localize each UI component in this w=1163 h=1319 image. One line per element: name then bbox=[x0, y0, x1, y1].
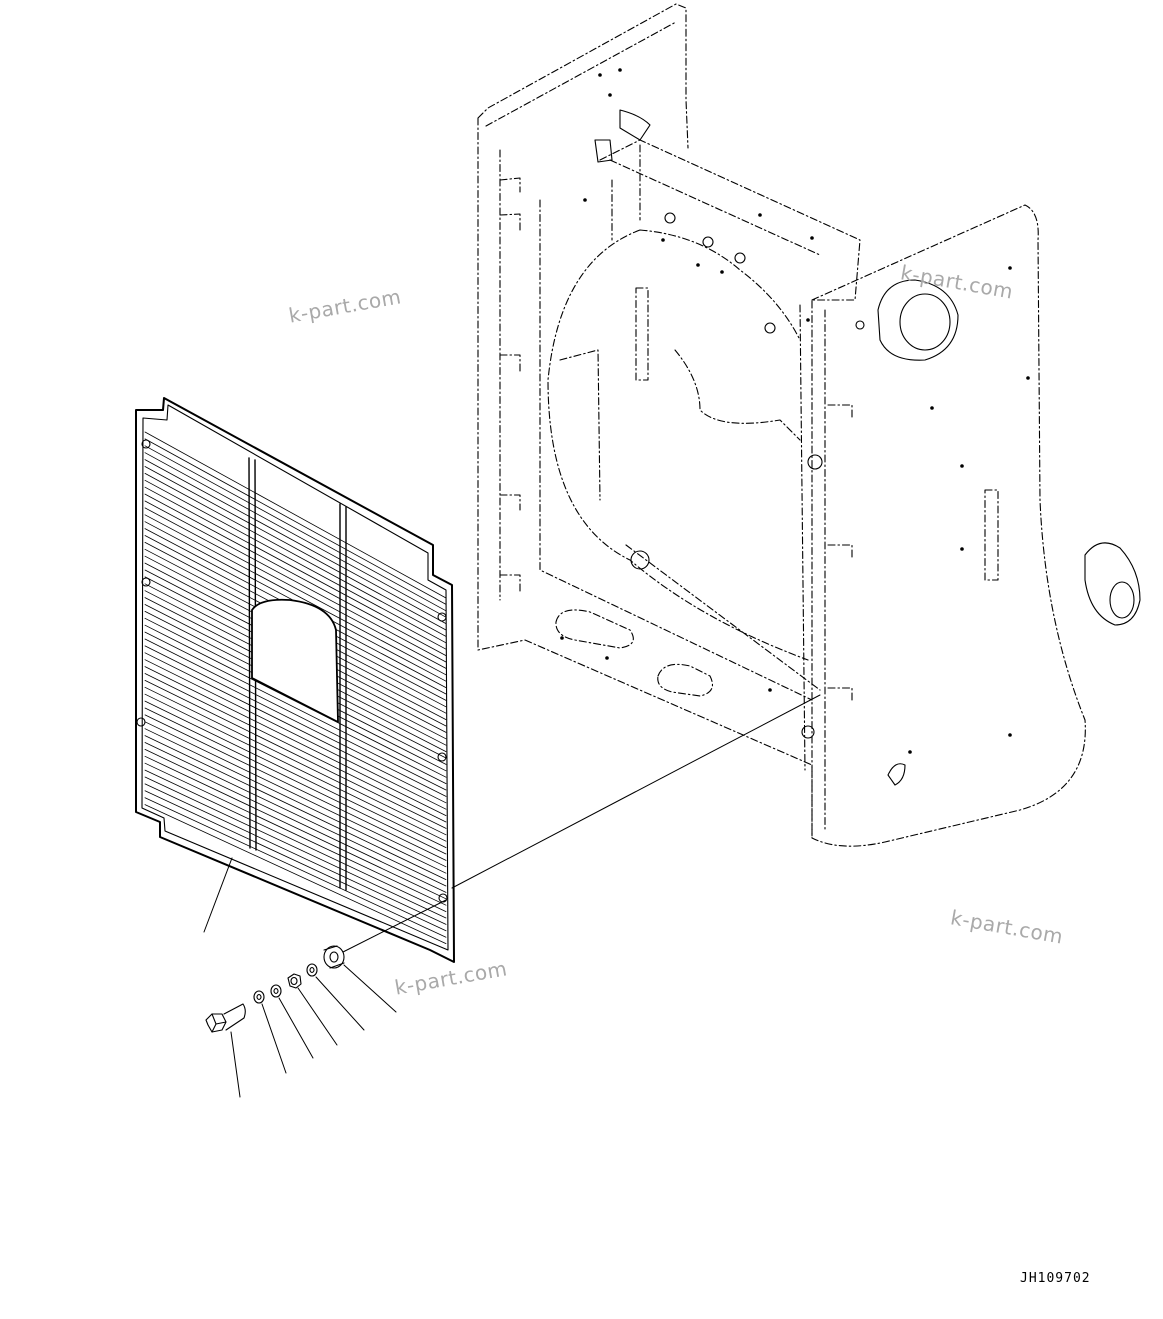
nut bbox=[287, 973, 302, 989]
plain-washer-2 bbox=[306, 963, 318, 977]
grille-slat bbox=[144, 514, 447, 676]
grille-slat bbox=[144, 500, 447, 663]
assembly-line-1 bbox=[451, 694, 821, 889]
leader-bolt bbox=[230, 1031, 241, 1098]
leader-rubber-mount bbox=[343, 964, 397, 1013]
frame-brackets-left bbox=[499, 177, 521, 593]
grille-slat bbox=[144, 438, 447, 605]
grille-slat bbox=[144, 797, 447, 938]
frame-slot-1 bbox=[555, 609, 634, 649]
grille-slat bbox=[144, 466, 447, 631]
frame-lower-boss bbox=[1084, 542, 1141, 626]
grille-slat bbox=[144, 721, 447, 868]
grille-inner-outline bbox=[141, 404, 449, 951]
grille-slat bbox=[144, 693, 447, 842]
grille-slat bbox=[144, 783, 447, 925]
grille-slat bbox=[144, 507, 447, 669]
grille-slats bbox=[144, 431, 447, 944]
leader-grille bbox=[203, 857, 233, 933]
grille-slat bbox=[144, 638, 447, 791]
grille-slat bbox=[144, 459, 447, 624]
bolt bbox=[205, 1003, 246, 1033]
grille-slat bbox=[144, 680, 447, 829]
grille-rib-2 bbox=[339, 503, 347, 891]
grille-slat bbox=[144, 666, 447, 816]
grille-slat bbox=[144, 486, 447, 650]
grille-slat bbox=[144, 728, 447, 874]
frame-right-panel bbox=[811, 204, 1086, 847]
grille-slat bbox=[144, 431, 447, 599]
grille-slat bbox=[144, 742, 447, 887]
frame-holes bbox=[560, 68, 1030, 754]
grille-slat bbox=[144, 700, 447, 848]
grille-slat bbox=[144, 686, 447, 836]
frame-slot-2 bbox=[657, 663, 713, 697]
grille-slat bbox=[144, 652, 447, 804]
grille-slat bbox=[144, 804, 447, 944]
grille-slat bbox=[144, 769, 447, 912]
frame-slot-3 bbox=[635, 287, 649, 381]
grille-slat bbox=[144, 755, 447, 900]
grille-slat bbox=[144, 714, 447, 861]
grille-slat bbox=[144, 472, 447, 637]
grille-slat bbox=[144, 673, 447, 823]
rubber-mount bbox=[323, 945, 345, 969]
frame-left-panel-inner bbox=[485, 21, 813, 701]
leader-spring-washer bbox=[261, 1003, 287, 1074]
grille-slat bbox=[144, 445, 447, 612]
frame-left-panel bbox=[477, 3, 813, 839]
grille-slat bbox=[144, 493, 447, 656]
frame-right-inner-edge bbox=[799, 304, 826, 831]
grille-slat bbox=[144, 707, 447, 855]
assembly-line-2 bbox=[342, 899, 447, 953]
frame-gusset bbox=[559, 349, 801, 501]
grille-slat bbox=[144, 659, 447, 810]
frame-top-boss bbox=[877, 279, 959, 361]
leader-nut bbox=[297, 987, 338, 1046]
plain-washer-1 bbox=[270, 984, 282, 998]
hardware bbox=[205, 945, 345, 1033]
leader-lines bbox=[203, 694, 821, 1098]
spring-washer bbox=[253, 990, 265, 1004]
grille-slat bbox=[144, 762, 447, 906]
frame-brackets-right bbox=[827, 404, 853, 703]
grille-slat bbox=[144, 735, 447, 880]
grille-slat bbox=[144, 645, 447, 797]
radiator-grille bbox=[135, 397, 455, 963]
grille-slat bbox=[144, 749, 447, 893]
grille-slat bbox=[144, 452, 447, 618]
frame-bosses bbox=[594, 109, 1141, 786]
frame-strut bbox=[625, 544, 821, 691]
grille-mount-holes bbox=[136, 439, 448, 903]
radiator-frame bbox=[477, 3, 1086, 847]
frame-circular-opening bbox=[547, 229, 809, 661]
grille-slat bbox=[144, 479, 447, 644]
grille-window bbox=[251, 598, 339, 723]
leader-plain-washer-1 bbox=[278, 997, 314, 1059]
document-id: JH109702 bbox=[1020, 1271, 1091, 1286]
grille-slat bbox=[144, 631, 447, 784]
leader-plain-washer-2 bbox=[315, 976, 365, 1031]
frame-top-bar bbox=[599, 139, 861, 301]
grille-slat bbox=[144, 776, 447, 919]
frame-slot-4 bbox=[984, 489, 999, 581]
grille-outer-outline bbox=[135, 397, 455, 963]
grille-slat bbox=[144, 790, 447, 932]
